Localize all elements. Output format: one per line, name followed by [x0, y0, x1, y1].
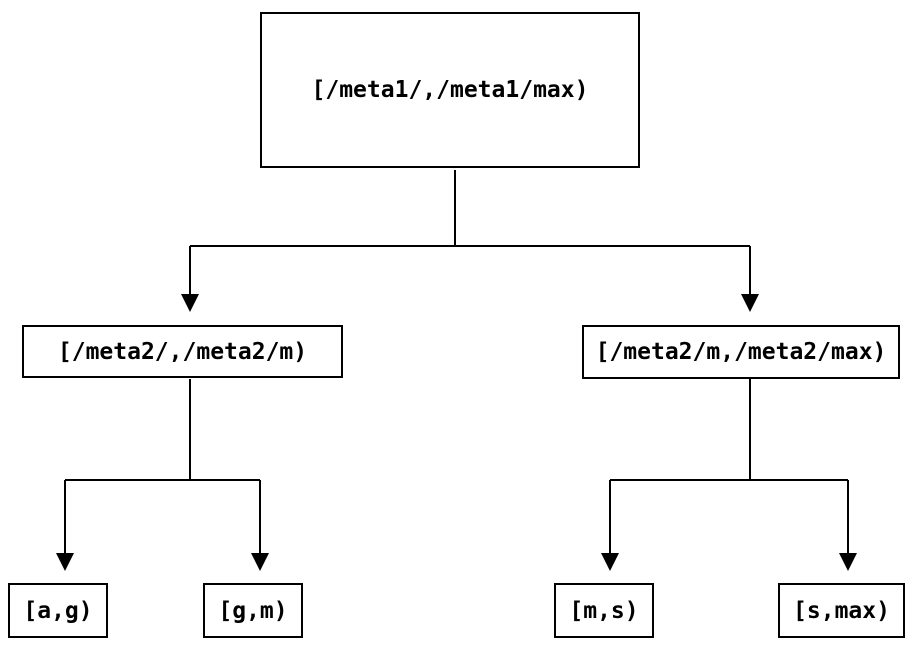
edge-root-to-meta2	[189, 170, 751, 295]
node-leaf-smax-label: [s,max)	[793, 597, 890, 624]
arrow-down-icon	[56, 553, 74, 571]
node-meta2-right: [/meta2/m,/meta2/max)	[582, 325, 900, 379]
arrow-down-icon	[601, 553, 619, 571]
node-meta2-left-label: [/meta2/,/meta2/m)	[57, 338, 308, 365]
arrow-down-icon	[181, 294, 199, 312]
node-root: [/meta1/,/meta1/max)	[260, 12, 640, 168]
edge-meta2-left-to-leaves	[64, 379, 261, 554]
node-leaf-smax: [s,max)	[778, 583, 905, 638]
edge-meta2-right-to-leaves	[609, 379, 849, 554]
node-leaf-ag: [a,g)	[8, 583, 108, 638]
node-leaf-ag-label: [a,g)	[23, 597, 93, 624]
node-root-label: [/meta1/,/meta1/max)	[311, 77, 589, 103]
node-leaf-ms: [m,s)	[554, 583, 654, 638]
arrow-down-icon	[839, 553, 857, 571]
arrow-down-icon	[251, 553, 269, 571]
node-meta2-left: [/meta2/,/meta2/m)	[22, 325, 343, 378]
node-leaf-gm-label: [g,m)	[218, 597, 288, 624]
node-meta2-right-label: [/meta2/m,/meta2/max)	[595, 339, 887, 365]
node-leaf-ms-label: [m,s)	[569, 597, 639, 624]
arrow-down-icon	[741, 294, 759, 312]
node-leaf-gm: [g,m)	[203, 583, 303, 638]
